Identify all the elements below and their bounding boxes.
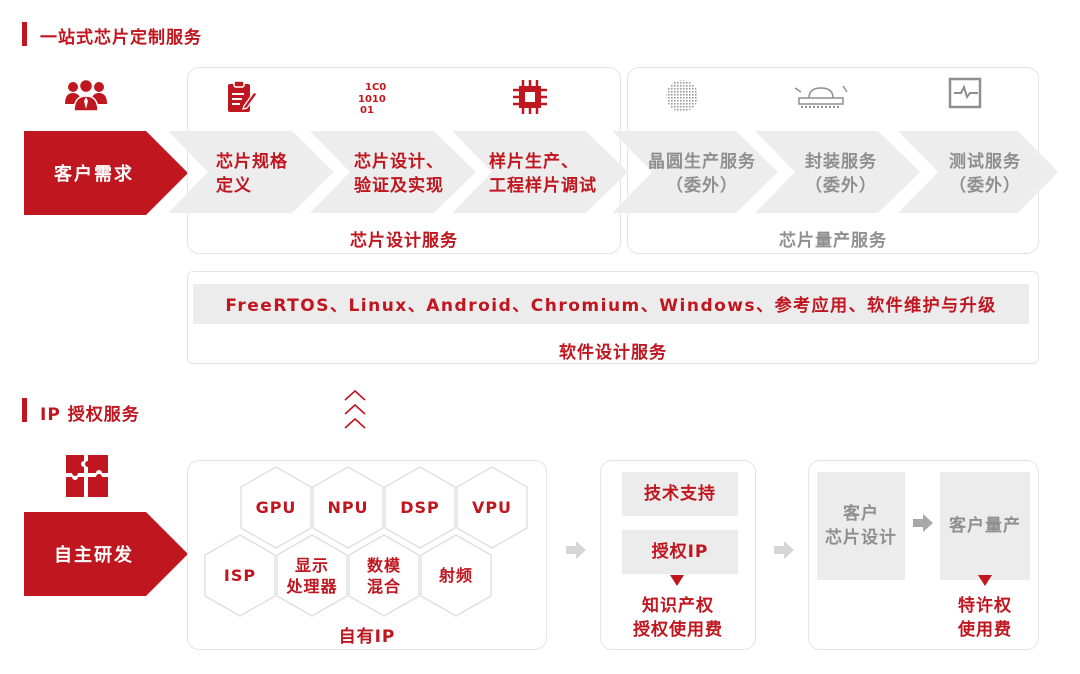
- svg-text:01: 01: [360, 105, 374, 116]
- ip-vpu: VPU: [471, 498, 513, 517]
- own-ip-label: 自有IP: [338, 627, 396, 647]
- license-ip-box: 授权IP: [622, 530, 738, 574]
- software-service-label: 软件设计服务: [559, 343, 667, 363]
- process-chevrons: [168, 131, 1058, 213]
- chip-icon: [513, 80, 547, 114]
- royalty-fee: 特许权 使用费: [958, 596, 1012, 640]
- ip-isp: ISP: [223, 566, 257, 585]
- tech-support-box: 技术支持: [622, 472, 738, 516]
- svg-text:1C0: 1C0: [365, 82, 386, 93]
- test-monitor-icon: [948, 77, 982, 109]
- puzzle-icon: [66, 455, 108, 497]
- step-packaging: 封装服务 （委外）: [805, 152, 877, 196]
- self-rd-arrow-shape: [24, 512, 188, 596]
- step-sample-production: 样片生产、 工程样片调试: [489, 152, 597, 196]
- section-title-ip-license: IP 授权服务: [40, 405, 140, 425]
- step-chip-spec: 芯片规格 定义: [216, 152, 288, 196]
- customer-demand-label: 客户需求: [54, 164, 134, 185]
- arrow-right-icon: [913, 514, 933, 532]
- step-wafer-production: 晶圆生产服务 （委外）: [648, 152, 756, 196]
- customer-mass-production-box: 客户量产: [940, 472, 1030, 580]
- wafer-icon: [666, 80, 698, 112]
- arrow-right-icon: [566, 541, 586, 559]
- down-triangle-icon: [670, 575, 684, 586]
- ip-dsp: DSP: [400, 498, 440, 517]
- chip-production-service-label: 芯片量产服务: [779, 231, 887, 251]
- spec-document-icon: [228, 80, 258, 112]
- customer-chip-design-box: 客户 芯片设计: [817, 472, 905, 580]
- chip-design-service-label: 芯片设计服务: [350, 231, 458, 251]
- ip-gpu: GPU: [255, 498, 297, 517]
- self-rd-label: 自主研发: [54, 545, 134, 566]
- step-chip-design: 芯片设计、 验证及实现: [354, 152, 444, 196]
- customer-arrow-shape: [24, 131, 188, 215]
- down-triangle-icon: [978, 575, 992, 586]
- binary-code-icon: 1C0 1010 01: [358, 82, 386, 116]
- section-accent-bar: [22, 22, 27, 46]
- people-icon: [65, 78, 107, 112]
- svg-text:1010: 1010: [358, 94, 386, 105]
- section-accent-bar-ip: [22, 398, 27, 422]
- ip-license-fee: 知识产权 授权使用费: [633, 596, 723, 640]
- step-testing: 测试服务 （委外）: [949, 152, 1021, 196]
- software-list-bar: [193, 284, 1029, 324]
- section-title-custom-chip: 一站式芯片定制服务: [40, 28, 202, 48]
- up-chevrons-icon: [344, 389, 366, 429]
- arrow-right-icon: [774, 541, 794, 559]
- ip-npu: NPU: [327, 498, 369, 517]
- software-list: FreeRTOS、Linux、Android、Chromium、Windows、…: [225, 296, 997, 316]
- ip-rf: 射频: [438, 566, 473, 585]
- package-icon: [794, 85, 848, 108]
- ip-display-processor: 显示 处理器: [286, 555, 338, 596]
- ip-mixed-signal: 数模 混合: [366, 555, 401, 596]
